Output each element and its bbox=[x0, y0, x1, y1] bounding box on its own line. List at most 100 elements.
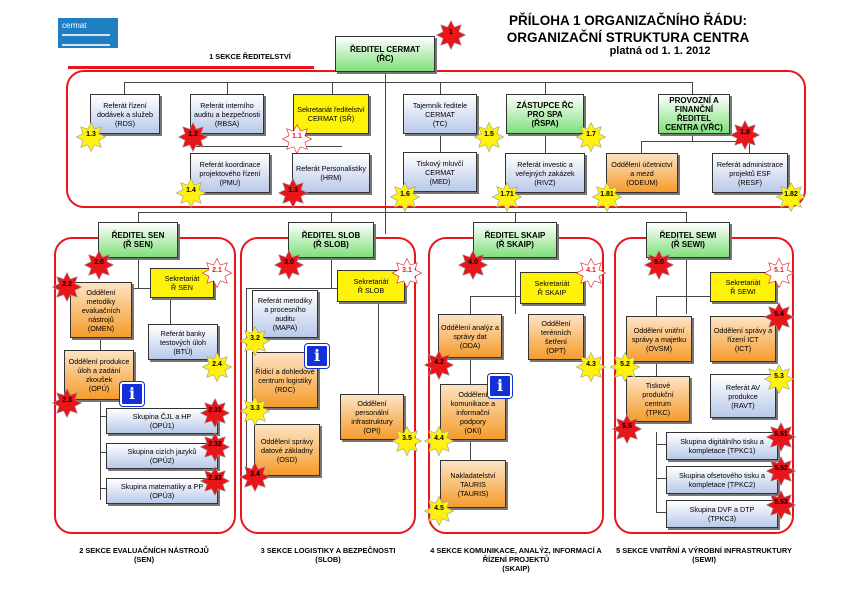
sewi-tpkc1[interactable]: Skupina digitálního tisku a kompletace (… bbox=[666, 432, 778, 460]
sen-opu1[interactable]: Skupina ČJL a HP (OPÚ1) bbox=[106, 408, 218, 434]
sen-head[interactable]: ŘEDITEL SEN (Ř SEN) bbox=[98, 222, 178, 258]
badge-star-sewi-tpkc3: 5.53 bbox=[766, 490, 796, 520]
badge-number: 5.52 bbox=[774, 465, 788, 472]
sewi-ovsm[interactable]: Oddělení vnitřní správy a majetku (OVSM) bbox=[626, 316, 692, 362]
badge-number: 1.3 bbox=[86, 131, 96, 138]
sen-opu3[interactable]: Skupina matematiky a PP (OPÚ3) bbox=[106, 478, 218, 504]
badge-star-skaip-head: 4.0 bbox=[458, 250, 488, 280]
sewi-secretariat[interactable]: Sekretariát Ř SEWI bbox=[710, 272, 776, 302]
info-icon[interactable]: i bbox=[487, 373, 513, 399]
badge-number: 3.5 bbox=[402, 435, 412, 442]
skaip-opt[interactable]: Oddělení terénních šetření (OPT) bbox=[528, 314, 584, 360]
director-box[interactable]: ŘEDITEL CERMAT (ŘC) bbox=[335, 36, 435, 72]
badge-number: 1.7 bbox=[586, 131, 596, 138]
unit-rspa[interactable]: ZÁSTUPCE ŘC PRO SPA (ŘSPA) bbox=[506, 94, 584, 134]
sewi-ravt[interactable]: Referát AV produkce (RAVT) bbox=[710, 374, 776, 418]
badge-number: 2.32 bbox=[208, 441, 222, 448]
slob-head[interactable]: ŘEDITEL SLOB (Ř SLOB) bbox=[288, 222, 374, 258]
badge-number: 1.2 bbox=[188, 131, 198, 138]
sen-opu2[interactable]: Skupina cizích jazyků (OPÚ2) bbox=[106, 443, 218, 469]
badge-star-directorate-rbsa: 1.2 bbox=[178, 122, 208, 152]
unit-hrm[interactable]: Referát Personalistiky (HRM) bbox=[292, 153, 370, 193]
valid-from: platná od 1. 1. 2012 bbox=[609, 45, 711, 57]
badge-star-slob-head: 3.0 bbox=[274, 250, 304, 280]
title-line-1: PŘÍLOHA 1 ORGANIZAČNÍHO ŘÁDU: bbox=[509, 13, 747, 28]
unit-resf[interactable]: Referát administrace projektů ESF (RESF) bbox=[712, 153, 788, 193]
sewi-tpkc3[interactable]: Skupina DVF a DTP (TPKC3) bbox=[666, 500, 778, 528]
unit-tc[interactable]: Tajemník ředitele CERMAT (TC) bbox=[403, 94, 477, 134]
badge-number: 2.1 bbox=[212, 267, 222, 274]
badge-star-directorate-pmu: 1.4 bbox=[176, 178, 206, 208]
badge-number: 3.3 bbox=[250, 405, 260, 412]
skaip-oda[interactable]: Oddělení analýz a správy dat (ODA) bbox=[438, 314, 502, 358]
title-line-2: ORGANIZAČNÍ STRUKTURA CENTRA bbox=[506, 30, 750, 45]
badge-number: 4.4 bbox=[434, 435, 444, 442]
badge-star-sewi-tpkc: 5.5 bbox=[612, 414, 642, 444]
badge-star-directorate-vrc: 1.8 bbox=[730, 120, 760, 150]
badge-number: 4.5 bbox=[434, 505, 444, 512]
slob-rdc[interactable]: Řídicí a dohledové centrum logistiky (RD… bbox=[252, 352, 318, 408]
section-1-label: 1 SEKCE ŘEDITELSTVÍ bbox=[209, 52, 291, 61]
badge-number: 5.1 bbox=[774, 267, 784, 274]
sen-omen[interactable]: Oddělení metodiky evaluačních nástrojů (… bbox=[70, 282, 132, 338]
badge-star-slob-secretariat: 3.1 bbox=[392, 258, 422, 288]
badge-number: 1.5 bbox=[484, 131, 494, 138]
badge-number: 5.51 bbox=[774, 431, 788, 438]
badge-number: 2.33 bbox=[208, 475, 222, 482]
unit-med[interactable]: Tiskový mluvčí CERMAT (MED) bbox=[403, 152, 477, 192]
badge-star-directorate-tc: 1.5 bbox=[474, 122, 504, 152]
slob-secretariat[interactable]: Sekretariát Ř SLOB bbox=[337, 270, 405, 302]
badge-star-slob-rdc: 3.3 bbox=[240, 396, 270, 426]
badge-number: 5.0 bbox=[654, 259, 664, 266]
badge-star-sewi-head: 5.0 bbox=[644, 250, 674, 280]
badge-star-sewi-ravt: 5.3 bbox=[764, 364, 794, 394]
badge-star-slob-mapa: 3.2 bbox=[240, 326, 270, 356]
badge-star-skaip-oki: 4.4 bbox=[424, 426, 454, 456]
badge-star-skaip-opt: 4.3 bbox=[576, 352, 606, 382]
badge-number: 5.5 bbox=[622, 423, 632, 430]
badge-number: 5.53 bbox=[774, 499, 788, 506]
unit-pmu[interactable]: Referát koordinace projektového řízení (… bbox=[190, 153, 270, 193]
info-icon[interactable]: i bbox=[304, 343, 330, 369]
skaip-tauris[interactable]: Nakladatelství TAURIS (TAURIS) bbox=[440, 460, 506, 508]
slob-caption: 3 SEKCE LOGISTIKY A BEZPEČNOSTI (SLOB) bbox=[260, 546, 396, 564]
unit-sr[interactable]: Sekretariát ředitelství CERMAT (SŘ) bbox=[293, 94, 369, 134]
badge-number: 3.4 bbox=[250, 471, 260, 478]
badge-star-directorate-resf: 1.82 bbox=[776, 182, 806, 212]
badge-number: 1.6 bbox=[400, 191, 410, 198]
badge-star-directorate-rspa: 1.7 bbox=[576, 122, 606, 152]
sewi-tpkc[interactable]: Tiskové produkční centrum (TPKC) bbox=[626, 376, 690, 422]
unit-odeum[interactable]: Oddělení účetnictví a mezd (ODEUM) bbox=[606, 153, 678, 193]
badge-star-sen-opu3: 2.33 bbox=[200, 466, 230, 496]
skaip-head[interactable]: ŘEDITEL SKAIP (Ř SKAIP) bbox=[473, 222, 557, 258]
badge-star-sen-head: 2.0 bbox=[84, 250, 114, 280]
slob-opi[interactable]: Oddělení personální infrastruktury (OPI) bbox=[340, 394, 404, 440]
unit-vrc[interactable]: PROVOZNÍ A FINANČNÍ ŘEDITEL CENTRA (VŘC) bbox=[658, 94, 730, 134]
sewi-tpkc2[interactable]: Skupina ofsetového tisku a kompletace (T… bbox=[666, 466, 778, 494]
badge-number: 1.8 bbox=[740, 129, 750, 136]
sewi-ict[interactable]: Oddělení správy a řízení ICT (ICT) bbox=[710, 316, 776, 362]
unit-rds[interactable]: Referát řízení dodávek a služeb (RDS) bbox=[90, 94, 160, 134]
badge-star-sen-opu: 2.3 bbox=[52, 388, 82, 418]
sen-btu[interactable]: Referát banky testových úloh (BTÚ) bbox=[148, 324, 218, 360]
badge-number: 2.2 bbox=[62, 281, 72, 288]
badge-star-directorate-odeum: 1.81 bbox=[592, 182, 622, 212]
badge-number: 5.2 bbox=[620, 361, 630, 368]
sen-caption: 2 SEKCE EVALUAČNÍCH NÁSTROJŮ (SEN) bbox=[79, 546, 209, 564]
badge-number: 5.3 bbox=[774, 373, 784, 380]
page-title: PŘÍLOHA 1 ORGANIZAČNÍHO ŘÁDU: ORGANIZAČN… bbox=[478, 12, 778, 46]
unit-rivz[interactable]: Referát investic a veřejných zakázek (RI… bbox=[505, 153, 585, 193]
skaip-caption: 4 SEKCE KOMUNIKACE, ANALÝZ, INFORMACÍ A … bbox=[430, 546, 602, 573]
badge-number: 4.2 bbox=[434, 359, 444, 366]
badge-star-sewi-tpkc1: 5.51 bbox=[766, 422, 796, 452]
slob-mapa[interactable]: Referát metodiky a procesního auditu (MA… bbox=[252, 290, 318, 338]
sewi-caption: 5 SEKCE VNITŘNÍ A VÝROBNÍ INFRASTRUKTURY… bbox=[616, 546, 792, 564]
directorate-region bbox=[66, 70, 806, 208]
badge-star-directorate-med: 1.6 bbox=[390, 182, 420, 212]
badge-star-skaip-oda: 4.2 bbox=[424, 350, 454, 380]
info-icon[interactable]: i bbox=[119, 381, 145, 407]
badge-star-sewi-tpkc2: 5.52 bbox=[766, 456, 796, 486]
skaip-secretariat[interactable]: Sekretariát Ř SKAIP bbox=[520, 272, 584, 304]
badge-star-director: 1 bbox=[436, 20, 466, 50]
badge-star-sen-opu1: 2.31 bbox=[200, 398, 230, 428]
